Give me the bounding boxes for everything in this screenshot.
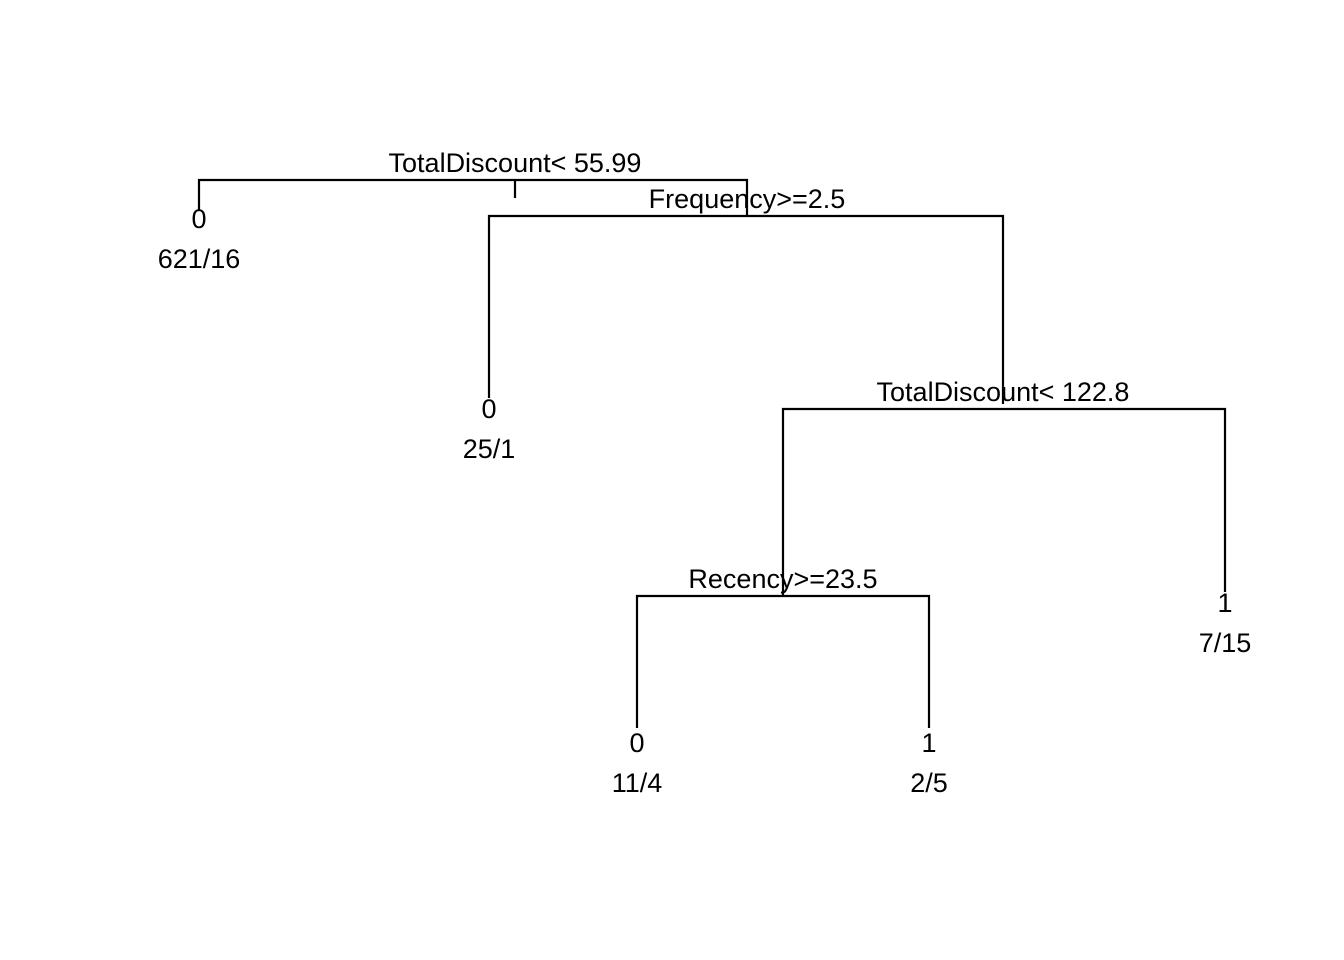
leaf-counts-l3: 11/4 [612,768,663,798]
leaf-counts-l2: 25/1 [463,434,516,464]
tree-node-n1: TotalDiscount< 55.99 [197,148,749,215]
tree-leaf-l1: 0 621/16 [158,204,241,274]
split-label-n4: Recency>=23.5 [688,564,877,594]
tree-leaf-l3: 0 11/4 [612,728,663,798]
leaf-class-l5: 1 [1217,588,1232,618]
tree-node-n2: Frequency>=2.5 [487,184,1005,404]
leaf-counts-l5: 7/15 [1199,628,1252,658]
split-label-n2: Frequency>=2.5 [649,184,846,214]
leaf-counts-l4: 2/5 [910,768,948,798]
split-label-n3: TotalDiscount< 122.8 [877,377,1130,407]
tree-leaf-l5: 1 7/15 [1199,588,1252,658]
branch-n4-bracket [635,594,931,728]
tree-node-n4: Recency>=23.5 [635,564,931,728]
tree-leaf-l2: 0 25/1 [463,394,516,464]
leaf-counts-l1: 621/16 [158,244,241,274]
split-label-n1: TotalDiscount< 55.99 [389,148,642,178]
leaf-class-l1: 0 [191,204,206,234]
branch-n2-bracket [487,214,1005,404]
tree-leaf-l4: 1 2/5 [910,728,948,798]
leaf-class-l3: 0 [629,728,644,758]
leaf-class-l4: 1 [921,728,936,758]
tree-node-n3: TotalDiscount< 122.8 [781,377,1227,596]
branch-n3-bracket [781,407,1227,596]
leaf-class-l2: 0 [481,394,496,424]
branch-n1-bracket [197,178,749,215]
